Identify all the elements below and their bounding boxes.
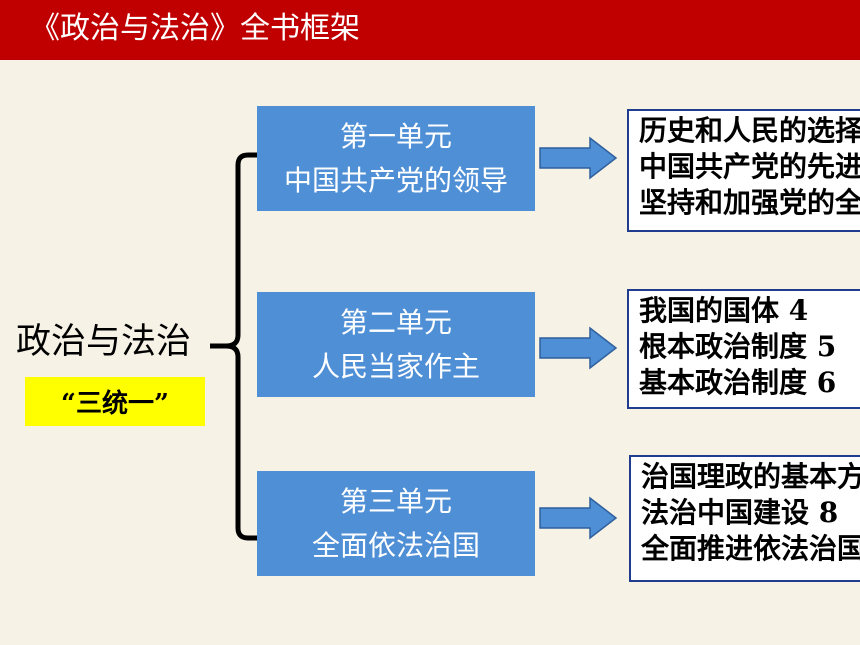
unit-3-content-line: 治国理政的基本方式 [641,460,860,493]
unit-3-content: 治国理政的基本方式 法治中国建设 8 全面推进依法治国 [629,455,860,582]
unit-2-box: 第二单元 人民当家作主 [257,292,535,397]
brace-line [225,152,258,541]
unit-1-number: 第一单元 [339,119,452,153]
unit-3-number: 第三单元 [339,484,452,518]
unit-2-content: 我国的国体 4 根本政治制度 5 基本政治制度 6 [627,289,860,409]
unit-3-content-line: 法治中国建设 8 [641,496,839,529]
page-title: 《政治与法治》全书框架 [30,11,360,46]
unit-2-title: 人民当家作主 [311,349,480,383]
unit-2-content-line: 我国的国体 4 [639,294,809,327]
arrow-1 [539,136,618,180]
unit-2-number: 第二单元 [339,305,452,339]
unit-2-content-line: 根本政治制度 5 [639,330,837,363]
unit-1-title: 中国共产党的领导 [283,163,508,197]
unit-1-content: 历史和人民的选择 中国共产党的先进性 坚持和加强党的全面领导 [627,109,860,232]
unit-3-box: 第三单元 全面依法治国 [257,471,535,576]
arrow-3 [539,496,618,540]
unit-1-content-line: 历史和人民的选择 [639,114,860,147]
unit-3-title: 全面依法治国 [311,528,480,562]
unit-2-content-line: 基本政治制度 6 [639,366,837,399]
header-bar: 《政治与法治》全书框架 [0,0,860,60]
unit-3-content-line: 全面推进依法治国 [641,532,860,565]
unit-1-box: 第一单元 中国共产党的领导 [257,106,535,211]
arrow-2 [539,326,618,370]
root-topic: 政治与法治 [16,322,192,362]
unit-1-content-line: 中国共产党的先进性 [639,150,860,183]
unit-1-content-line: 坚持和加强党的全面领导 [639,186,860,219]
three-unity-badge: “三统一” [25,377,205,426]
